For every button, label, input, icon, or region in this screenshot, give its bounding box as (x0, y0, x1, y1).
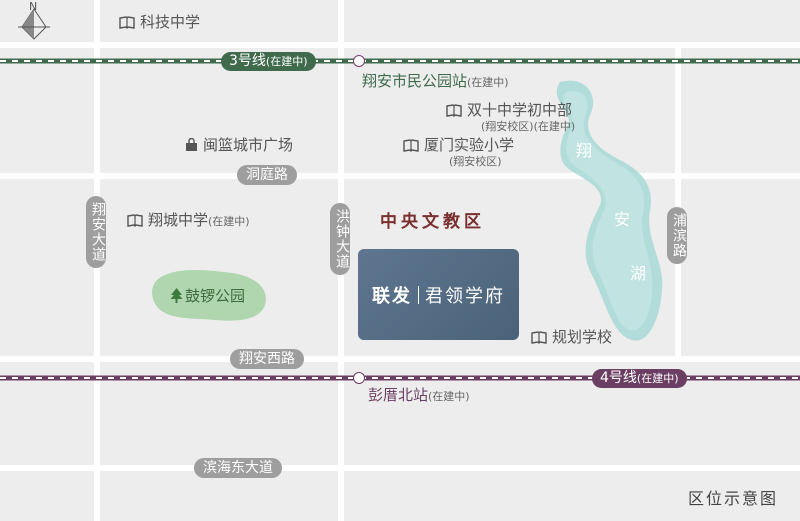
metro-line-3-label: 3号线(在建中) (221, 52, 316, 71)
poi-label: 鼓锣公园 (170, 287, 245, 305)
lake-label-char: 安 (614, 210, 631, 229)
project-name-part2: 君领学府 (425, 285, 505, 307)
zone-label: 中央文教区 (380, 212, 485, 232)
poi-label: 闽篮城市广场 (185, 136, 293, 154)
lake-label-char: 翔 (576, 141, 593, 160)
book-icon (119, 16, 135, 29)
station-label: 翔安市民公园站(在建中) (362, 72, 509, 90)
road-label: 洪钟大道 (330, 203, 350, 275)
compass-north-label: N (29, 0, 38, 13)
poi-label: 翔城中学(在建中) (127, 211, 250, 231)
book-icon (446, 104, 462, 117)
map-caption: 区位示意图 (687, 489, 778, 508)
poi-label: 厦门实验小学 (403, 136, 514, 154)
project-divider (418, 285, 419, 304)
road-label: 浦滨路 (667, 207, 687, 264)
road-label: 滨海东大道 (194, 458, 282, 478)
poi-label: 双十中学初中部 (446, 101, 572, 119)
park-shape (152, 269, 266, 321)
lake-label-char: 湖 (630, 264, 647, 283)
book-icon (127, 214, 143, 227)
metro-line-4-label: 4号线(在建中) (592, 369, 687, 388)
poi-sublabel: (翔安校区)(在建中) (481, 120, 576, 133)
project-name-part1: 联发 (372, 285, 412, 307)
poi-sublabel: (翔安校区) (449, 155, 502, 168)
compass-icon (18, 8, 50, 40)
poi-label: 科技中学 (119, 13, 200, 31)
poi-label: 规划学校 (531, 328, 612, 346)
metro-station-icon (353, 55, 365, 67)
project-marker: 联发 君领学府 (358, 249, 519, 340)
book-icon (403, 139, 419, 152)
tree-icon (170, 288, 183, 303)
station-label: 彭厝北站(在建中) (368, 386, 470, 404)
road-label: 翔安大道 (86, 196, 106, 268)
book-icon (531, 331, 547, 344)
road-label: 洞庭路 (237, 165, 297, 185)
road-label: 翔安西路 (230, 349, 304, 369)
metro-station-icon (353, 372, 365, 384)
shopping-bag-icon (186, 138, 197, 151)
